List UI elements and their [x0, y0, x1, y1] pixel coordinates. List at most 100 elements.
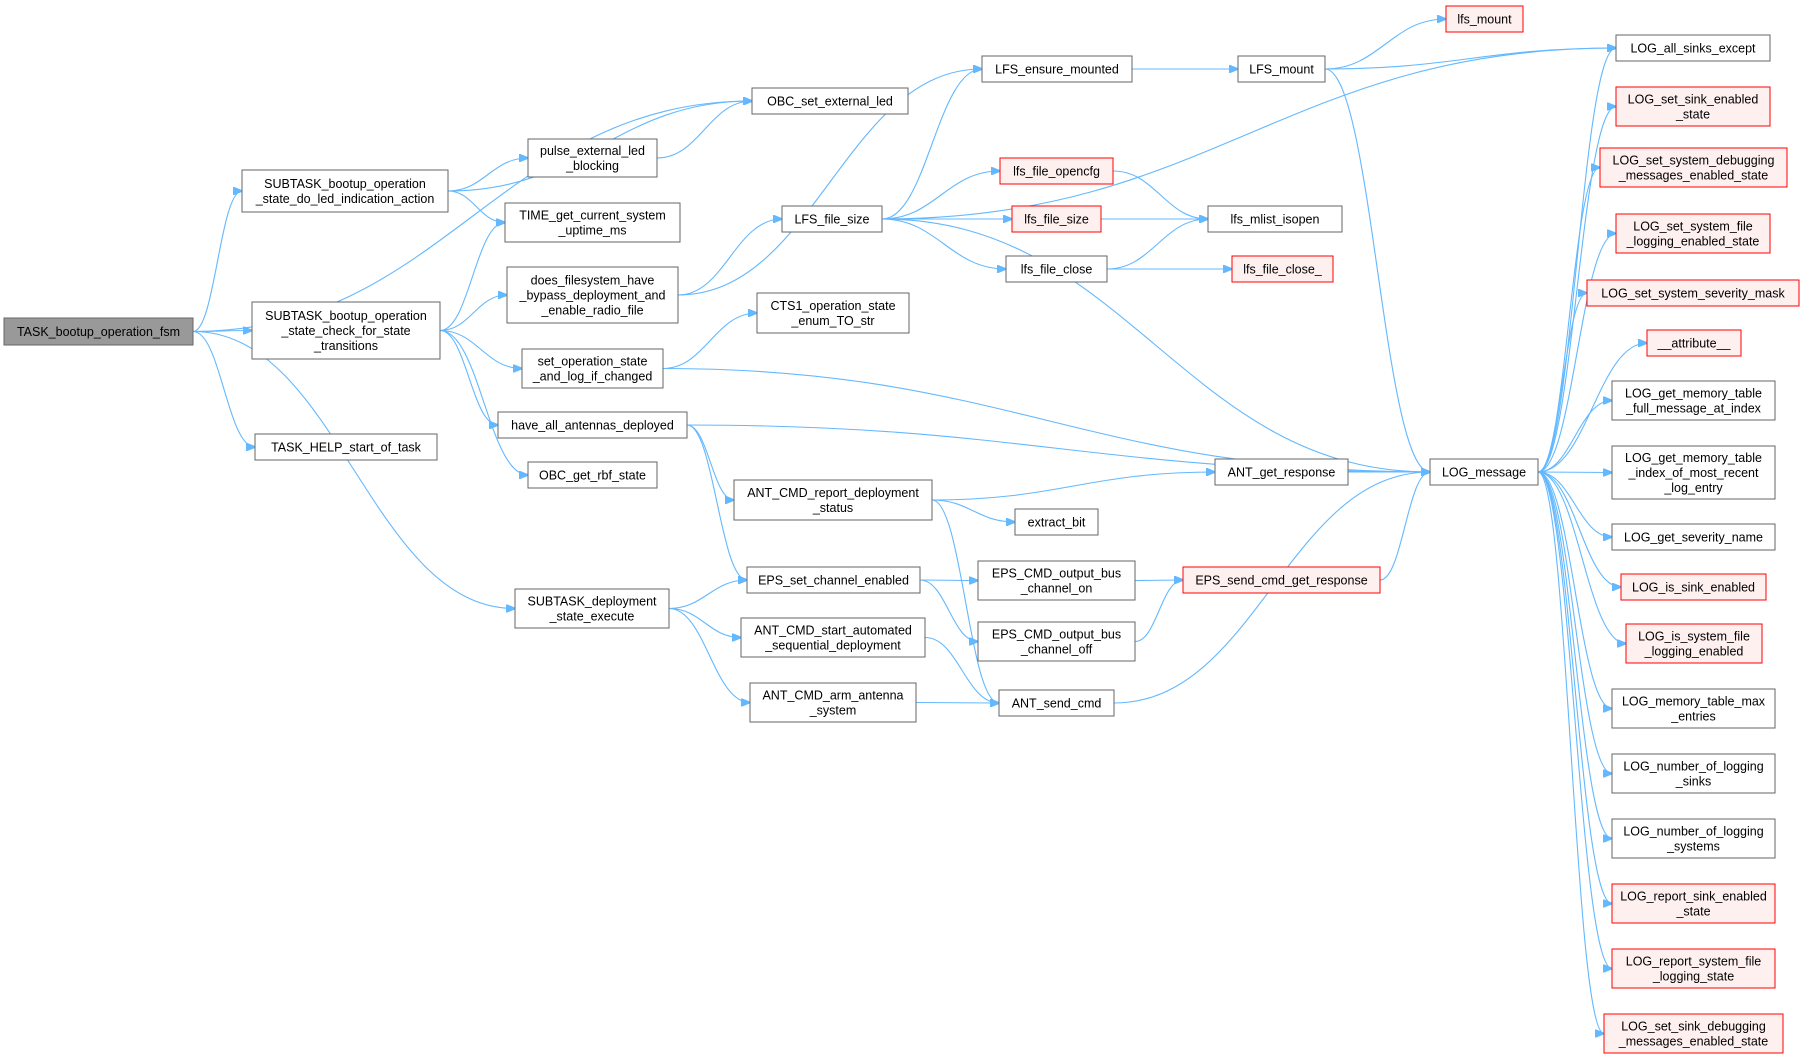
node-box[interactable] [746, 566, 921, 594]
node-box[interactable] [1182, 566, 1381, 594]
node-box[interactable] [977, 621, 1136, 662]
node-eps-send[interactable]: EPS_send_cmd_get_response [1182, 566, 1381, 594]
node-lfs-close[interactable]: lfs_file_close [1005, 255, 1108, 283]
node-box[interactable] [1445, 5, 1524, 33]
node-log-set-sink-dbg[interactable]: LOG_set_sink_debugging_messages_enabled_… [1603, 1013, 1784, 1054]
node-ant-send[interactable]: ANT_send_cmd [998, 689, 1115, 717]
node-box[interactable] [514, 588, 670, 629]
node-attribute[interactable]: __attribute__ [1646, 329, 1742, 357]
node-have-all[interactable]: have_all_antennas_deployed [497, 411, 688, 439]
node-box[interactable] [521, 348, 664, 389]
node-log-get-mem-idx[interactable]: LOG_get_memory_table_index_of_most_recen… [1611, 445, 1776, 500]
node-box[interactable] [3, 317, 194, 346]
node-log-get-mem-full[interactable]: LOG_get_memory_table_full_message_at_ind… [1611, 380, 1776, 421]
node-box[interactable] [1611, 380, 1776, 421]
node-log-rep-sink[interactable]: LOG_report_sink_enabled_state [1611, 883, 1776, 924]
node-log-message[interactable]: LOG_message [1429, 458, 1539, 486]
node-extract-bit[interactable]: extract_bit [1014, 508, 1099, 536]
node-box[interactable] [1611, 523, 1776, 551]
node-box[interactable] [1620, 573, 1767, 601]
node-lfs-ensure[interactable]: LFS_ensure_mounted [981, 55, 1133, 83]
node-time-get[interactable]: TIME_get_current_system_uptime_ms [504, 202, 681, 243]
node-log-is-sys-file[interactable]: LOG_is_system_file_logging_enabled [1625, 623, 1763, 664]
node-box[interactable] [751, 87, 909, 115]
node-log-num-sinks[interactable]: LOG_number_of_logging_sinks [1611, 753, 1776, 794]
node-ant-report[interactable]: ANT_CMD_report_deployment_status [733, 479, 933, 521]
node-lfs-mount-low[interactable]: lfs_mount [1445, 5, 1524, 33]
node-box[interactable] [998, 689, 1115, 717]
node-log-set-sink[interactable]: LOG_set_sink_enabled_state [1615, 86, 1771, 127]
node-box[interactable] [1611, 883, 1776, 924]
node-eps-set[interactable]: EPS_set_channel_enabled [746, 566, 921, 594]
node-box[interactable] [254, 433, 438, 461]
node-eps-on[interactable]: EPS_CMD_output_bus_channel_on [977, 560, 1136, 601]
node-obc-led[interactable]: OBC_set_external_led [751, 87, 909, 115]
node-box[interactable] [1611, 818, 1776, 859]
node-log-set-sev[interactable]: LOG_set_system_severity_mask [1586, 279, 1800, 307]
node-lfs-mlist[interactable]: lfs_mlist_isopen [1207, 205, 1343, 233]
node-lfs-mount-cap[interactable]: LFS_mount [1237, 55, 1326, 83]
node-log-get-sev-name[interactable]: LOG_get_severity_name [1611, 523, 1776, 551]
node-root[interactable]: TASK_bootup_operation_fsm [3, 317, 194, 346]
node-eps-off[interactable]: EPS_CMD_output_bus_channel_off [977, 621, 1136, 662]
node-box[interactable] [1611, 753, 1776, 794]
node-box[interactable] [1231, 255, 1334, 283]
node-box[interactable] [506, 266, 679, 324]
node-box[interactable] [999, 157, 1114, 185]
node-ant-arm[interactable]: ANT_CMD_arm_antenna_system [749, 682, 917, 723]
node-does-fs[interactable]: does_filesystem_have_bypass_deployment_a… [506, 266, 679, 324]
node-box[interactable] [1615, 86, 1771, 127]
node-box[interactable] [749, 682, 917, 723]
node-box[interactable] [241, 169, 449, 213]
node-box[interactable] [1615, 34, 1771, 62]
node-box[interactable] [527, 461, 658, 489]
node-box[interactable] [756, 292, 910, 334]
node-sub-check[interactable]: SUBTASK_bootup_operation_state_check_for… [251, 301, 441, 360]
node-box[interactable] [1603, 1013, 1784, 1054]
node-box[interactable] [1611, 445, 1776, 500]
node-box[interactable] [1429, 458, 1539, 486]
node-box[interactable] [1207, 205, 1343, 233]
node-box[interactable] [981, 55, 1133, 83]
node-sub-deploy[interactable]: SUBTASK_deployment_state_execute [514, 588, 670, 629]
node-box[interactable] [251, 301, 441, 360]
node-box[interactable] [1611, 948, 1776, 989]
node-box[interactable] [1011, 205, 1102, 233]
node-sub-led[interactable]: SUBTASK_bootup_operation_state_do_led_in… [241, 169, 449, 213]
node-ant-start[interactable]: ANT_CMD_start_automated_sequential_deplo… [740, 617, 926, 658]
node-obc-rbf[interactable]: OBC_get_rbf_state [527, 461, 658, 489]
node-box[interactable] [1237, 55, 1326, 83]
node-log-mem-max[interactable]: LOG_memory_table_max_entries [1611, 688, 1776, 729]
node-box[interactable] [1646, 329, 1742, 357]
node-box[interactable] [1615, 213, 1771, 254]
node-box[interactable] [977, 560, 1136, 601]
node-lfs-close-[interactable]: lfs_file_close_ [1231, 255, 1334, 283]
node-box[interactable] [497, 411, 688, 439]
node-box[interactable] [1599, 147, 1788, 188]
node-lfs-opencfg[interactable]: lfs_file_opencfg [999, 157, 1114, 185]
node-log-set-sys-dbg[interactable]: LOG_set_system_debugging_messages_enable… [1599, 147, 1788, 188]
node-box[interactable] [527, 138, 658, 178]
node-box[interactable] [1005, 255, 1108, 283]
node-box[interactable] [1214, 458, 1349, 486]
node-ant-get-resp[interactable]: ANT_get_response [1214, 458, 1349, 486]
node-cts1[interactable]: CTS1_operation_state_enum_TO_str [756, 292, 910, 334]
node-box[interactable] [740, 617, 926, 658]
node-pulse-led[interactable]: pulse_external_led_blocking [527, 138, 658, 178]
node-lfs-file-size[interactable]: LFS_file_size [781, 205, 883, 233]
node-box[interactable] [733, 479, 933, 521]
node-log-rep-sys-file[interactable]: LOG_report_system_file_logging_state [1611, 948, 1776, 989]
node-log-set-sys-file[interactable]: LOG_set_system_file_logging_enabled_stat… [1615, 213, 1771, 254]
node-log-num-sys[interactable]: LOG_number_of_logging_systems [1611, 818, 1776, 859]
node-log-all-sinks[interactable]: LOG_all_sinks_except [1615, 34, 1771, 62]
node-log-is-sink[interactable]: LOG_is_sink_enabled [1620, 573, 1767, 601]
node-task-help[interactable]: TASK_HELP_start_of_task [254, 433, 438, 461]
node-box[interactable] [781, 205, 883, 233]
node-box[interactable] [1014, 508, 1099, 536]
node-box[interactable] [504, 202, 681, 243]
node-lfs-size[interactable]: lfs_file_size [1011, 205, 1102, 233]
node-box[interactable] [1586, 279, 1800, 307]
node-box[interactable] [1611, 688, 1776, 729]
node-set-op[interactable]: set_operation_state_and_log_if_changed [521, 348, 664, 389]
node-box[interactable] [1625, 623, 1763, 664]
